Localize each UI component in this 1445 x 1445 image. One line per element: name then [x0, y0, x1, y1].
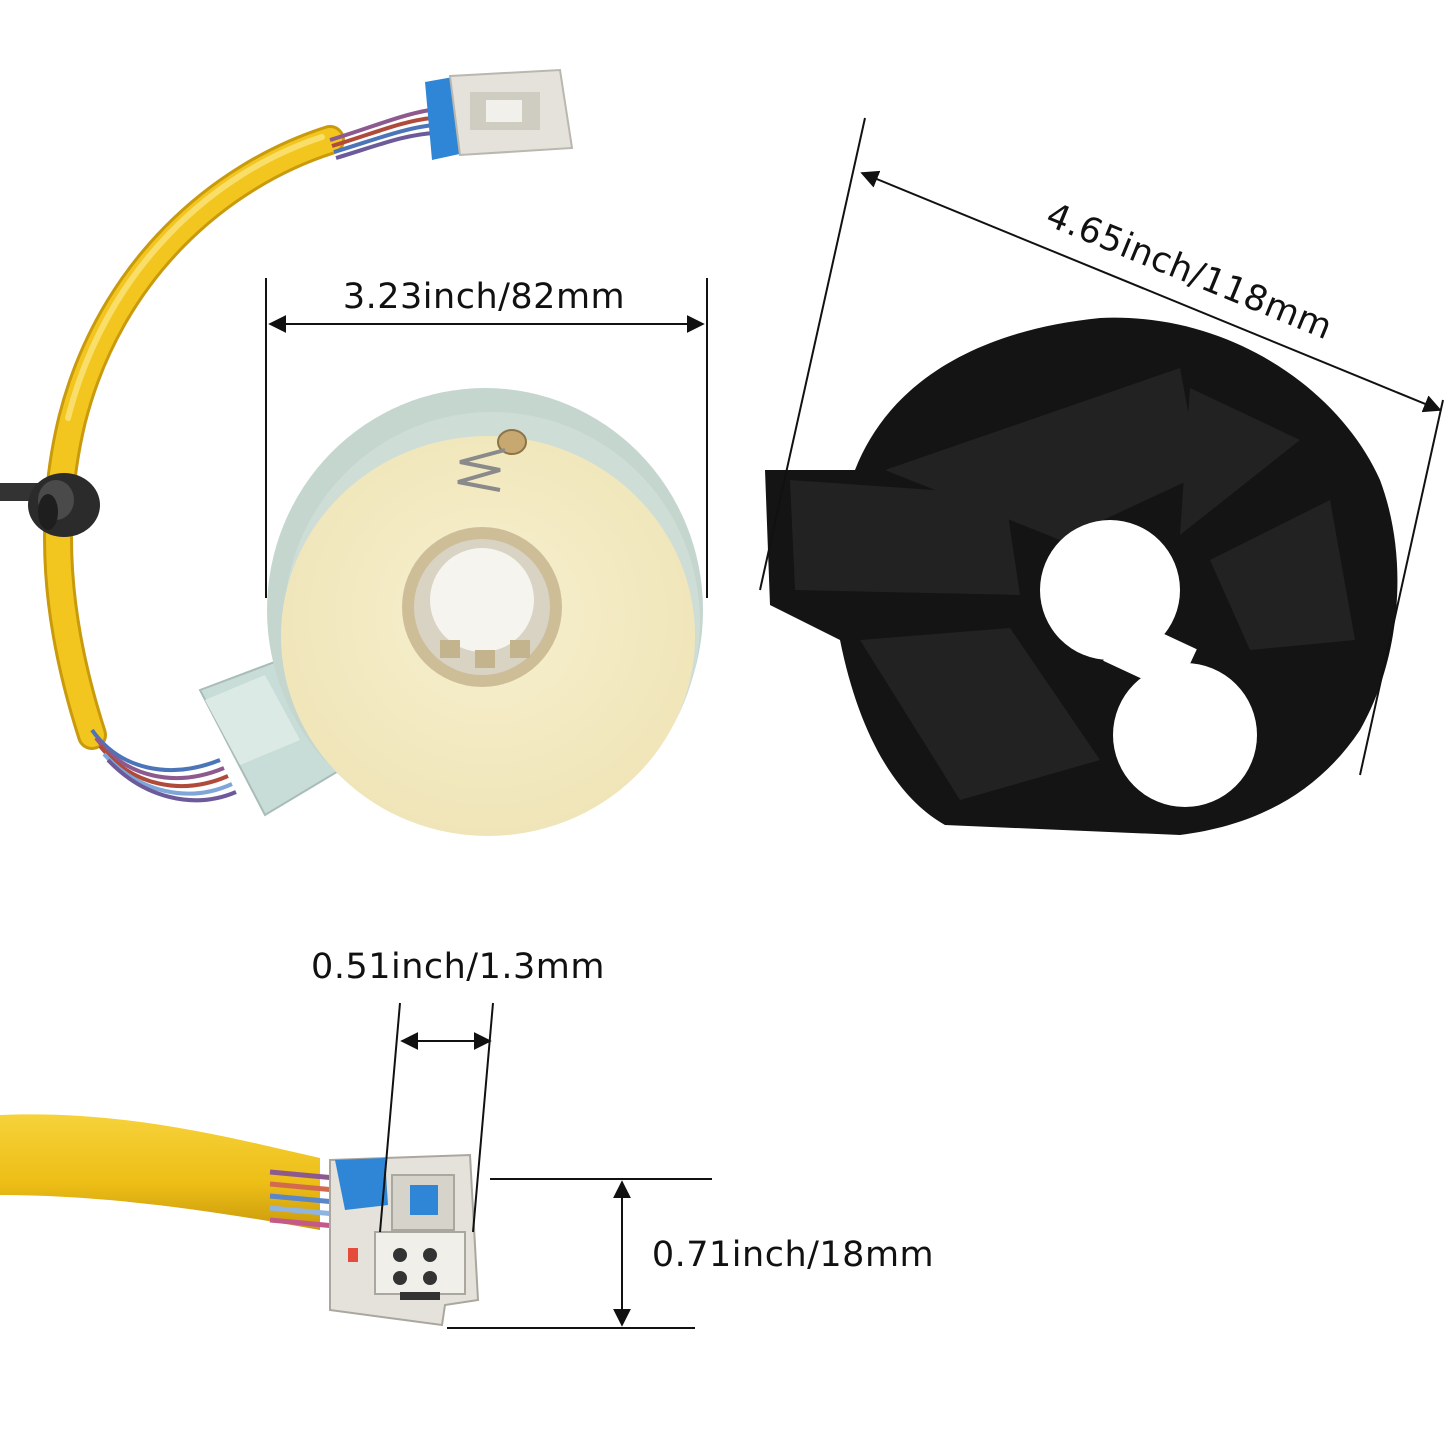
connector-width-label: 0.51inch/1.3mm [311, 947, 605, 987]
sensor-center-hole [402, 527, 562, 687]
sensor-width-label: 3.23inch/82mm [343, 277, 625, 317]
steering-sensor-assembly [0, 68, 703, 836]
top-wires [329, 108, 437, 160]
plate-keyhole [1040, 520, 1257, 807]
top-connector [425, 68, 574, 160]
dim-lines [265, 117, 1444, 1329]
sensor-pins [457, 429, 527, 492]
connector-closeup [0, 1114, 480, 1327]
cable-clip [0, 473, 100, 537]
black-retainer-plate [765, 317, 1398, 836]
lower-wires [90, 728, 237, 803]
yellow-cable [43, 125, 345, 750]
sensor-body [267, 388, 703, 836]
closeup-connector [329, 1153, 480, 1327]
sensor-connector [198, 658, 342, 817]
closeup-yellow-cable [0, 1114, 320, 1230]
closeup-wires [269, 1169, 336, 1229]
connector-height-label: 0.71inch/18mm [652, 1235, 934, 1275]
